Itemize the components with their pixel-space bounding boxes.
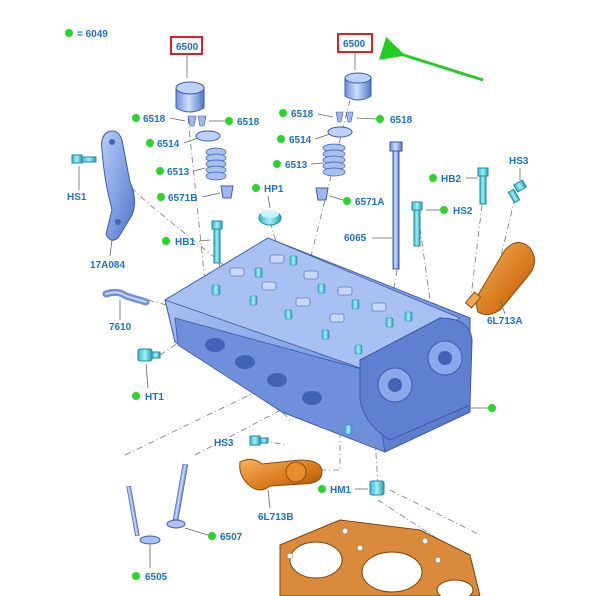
- label-hp1: HP1: [264, 184, 284, 195]
- part-hp1[interactable]: HP1: [252, 184, 284, 226]
- label-hm1: HM1: [330, 485, 352, 496]
- part-hs3-lower[interactable]: HS3: [214, 435, 269, 449]
- cylinder-head: [164, 237, 473, 453]
- label-6518-d: 6518: [390, 115, 413, 126]
- label-6571b: 6571B: [168, 193, 197, 204]
- part-hm1[interactable]: HM1: [318, 480, 385, 496]
- label-ht1: HT1: [145, 392, 164, 403]
- part-hb2[interactable]: HB2: [429, 167, 489, 205]
- label-6514-a: 6514: [157, 139, 180, 150]
- callout-dot-head-right: [470, 404, 496, 412]
- label-6514-b: 6514: [289, 135, 312, 146]
- label-17a084: 17A084: [90, 260, 125, 271]
- label-6l713b: 6L713B: [258, 512, 294, 523]
- label-7610: 7610: [109, 322, 132, 333]
- label-6l713a: 6L713A: [487, 316, 523, 327]
- label-hs3-upper: HS3: [509, 156, 529, 167]
- label-6513-b: 6513: [285, 160, 308, 171]
- label-6505: 6505: [145, 572, 168, 583]
- legend-text: = 6049: [77, 29, 108, 40]
- label-hs3-lower: HS3: [214, 438, 234, 449]
- label-6513-a: 6513: [167, 167, 190, 178]
- label-6500-right: 6500: [343, 39, 366, 50]
- part-7610[interactable]: 7610: [102, 288, 150, 333]
- part-ht1[interactable]: HT1: [132, 348, 164, 403]
- label-6518-a: 6518: [143, 114, 166, 125]
- part-6065[interactable]: 6065: [344, 141, 403, 270]
- label-hs1: HS1: [67, 192, 87, 203]
- part-6505-valve[interactable]: 6505: [126, 485, 168, 583]
- left-valve-train: 6518 6518 6514 6513 6571B: [132, 114, 260, 204]
- label-hb2: HB2: [441, 174, 461, 185]
- label-hs2: HS2: [453, 206, 473, 217]
- right-valve-train: 6518 6518 6514 6513 6571A: [273, 109, 413, 208]
- part-hs1[interactable]: HS1: [67, 154, 97, 203]
- part-hs2[interactable]: HS2: [411, 201, 473, 247]
- label-6518-b: 6518: [237, 117, 260, 128]
- part-6l713a[interactable]: 6L713A: [464, 242, 535, 327]
- label-6571a: 6571A: [355, 197, 384, 208]
- label-6518-c: 6518: [291, 109, 314, 120]
- part-6500-left[interactable]: 6500: [170, 36, 205, 113]
- green-pointer-arrow: [378, 36, 484, 82]
- label-6507: 6507: [220, 532, 243, 543]
- label-6065: 6065: [344, 233, 367, 244]
- part-hb1[interactable]: HB1: [162, 220, 223, 264]
- part-hs3-upper[interactable]: HS3: [507, 156, 529, 204]
- part-6l713b[interactable]: 6L713B: [239, 458, 323, 523]
- legend-6049: = 6049: [65, 29, 108, 40]
- label-hb1: HB1: [175, 237, 195, 248]
- label-6500-left: 6500: [176, 42, 199, 53]
- part-17a084[interactable]: 17A084: [90, 130, 136, 271]
- head-gasket: [279, 519, 481, 596]
- part-6507-valve[interactable]: 6507: [166, 463, 243, 543]
- part-6500-right[interactable]: 6500: [337, 33, 373, 101]
